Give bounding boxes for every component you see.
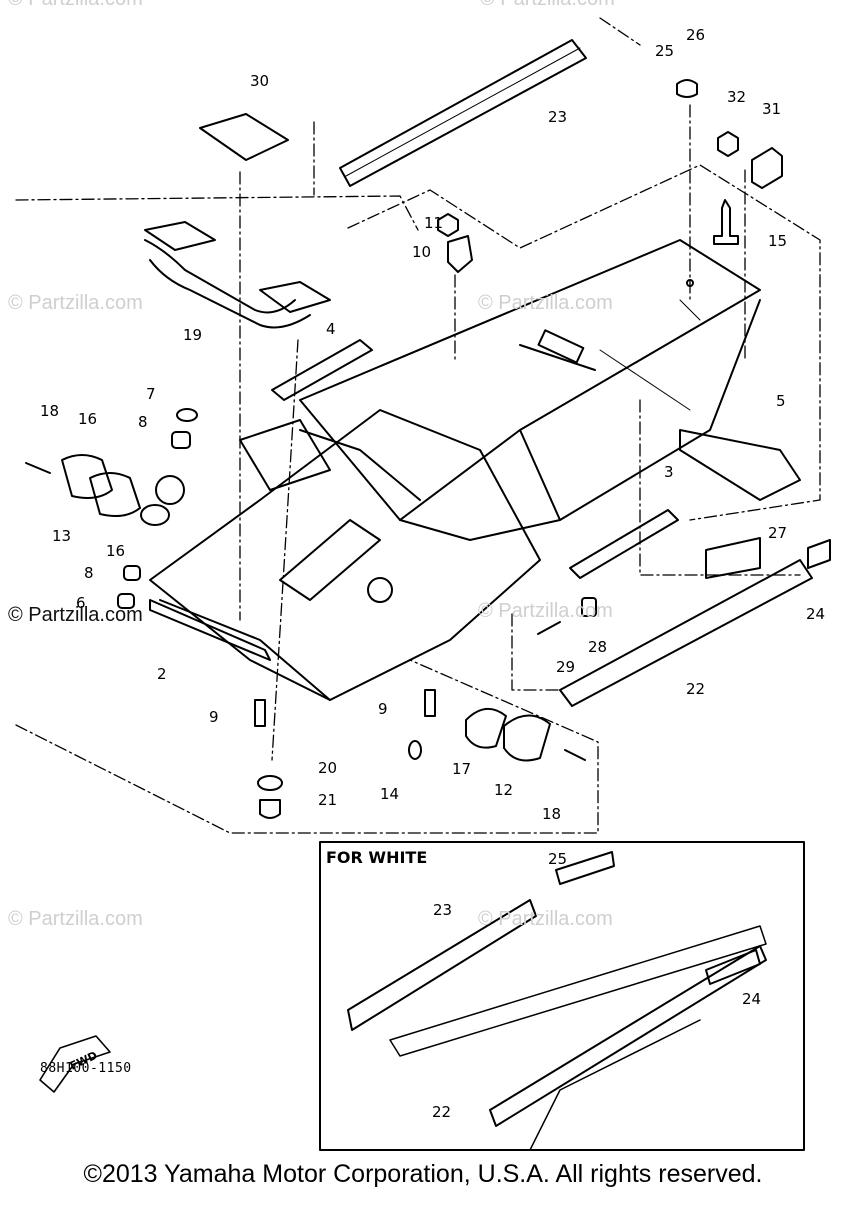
inset-callout-24: 24: [742, 990, 761, 1008]
fwd-arrow: [39, 1035, 111, 1093]
part-5-bracket: [679, 429, 801, 501]
part-9-bolt: [254, 699, 266, 727]
inset-callout-25: 25: [548, 850, 567, 868]
callout-23: 23: [548, 108, 567, 126]
part-18-pin-b: [564, 749, 586, 761]
drawing-code: 88H100-1150: [40, 1061, 132, 1076]
inset-part-24: [705, 949, 761, 985]
inset-part-25: [555, 851, 615, 885]
watermark: © Partzilla.com: [478, 908, 613, 930]
callout-19: 19: [183, 326, 202, 344]
dash-dot-leaders: [15, 17, 821, 834]
part-17-plate: [465, 708, 507, 749]
callout-6: 6: [76, 594, 86, 612]
part-11-nut: [437, 213, 459, 237]
watermark: © Partzilla.com: [478, 292, 613, 314]
part-8-bushing-b: [123, 565, 141, 581]
part-20-washer: [257, 775, 283, 791]
watermark: © Partzilla.com: [478, 600, 613, 622]
callout-18a: 18: [40, 402, 59, 420]
inset-part-22: [489, 945, 767, 1127]
part-14-washer: [408, 740, 422, 760]
watermark: © Partzilla.com: [480, 0, 615, 11]
callout-29: 29: [556, 658, 575, 676]
part-9-bolt-b: [424, 689, 436, 717]
callout-22: 22: [686, 680, 705, 698]
watermark: © Partzilla.com: [8, 0, 143, 11]
callout-31: 31: [762, 100, 781, 118]
callout-4: 4: [326, 320, 336, 338]
callout-11: 11: [424, 214, 443, 232]
part-7-washer: [176, 408, 198, 422]
callout-24: 24: [806, 605, 825, 623]
inset-callout-23: 23: [433, 901, 452, 919]
part-18-pin: [25, 462, 51, 474]
callout-16a: 16: [78, 410, 97, 428]
part-6-bushing: [117, 593, 135, 609]
part-22-strip: [559, 559, 813, 707]
callout-9b: 9: [378, 700, 388, 718]
callout-28: 28: [588, 638, 607, 656]
part-30-decal: [199, 113, 289, 161]
part-27-decal: [705, 537, 761, 579]
inset-callout-22: 22: [432, 1103, 451, 1121]
callout-30: 30: [250, 72, 269, 90]
callout-12: 12: [494, 781, 513, 799]
part-16-plate-b: [89, 472, 141, 517]
part-32-nut: [717, 131, 739, 157]
inset-tunnel: [389, 925, 767, 1057]
callout-8b: 8: [84, 564, 94, 582]
watermark: © Partzilla.com: [8, 908, 143, 930]
callout-5: 5: [776, 392, 786, 410]
front-frame: [140, 409, 541, 701]
part-15-bolt: [713, 199, 739, 245]
callout-14: 14: [380, 785, 399, 803]
inset-part-23: [347, 899, 537, 1031]
inset-title: FOR WHITE: [326, 848, 428, 867]
part-10-bracket: [447, 235, 473, 273]
tunnel-body: [299, 239, 761, 541]
part-29-rivet: [537, 621, 561, 635]
callout-26: 26: [686, 26, 705, 44]
part-19-handle: [144, 221, 331, 329]
part-24-decal: [807, 539, 831, 569]
part-28-clip: [581, 597, 597, 617]
for-white-inset: [319, 841, 805, 1151]
part-21-cap: [259, 799, 281, 819]
callout-3: 3: [664, 463, 674, 481]
callout-15: 15: [768, 232, 787, 250]
callout-17: 17: [452, 760, 471, 778]
part-23-strip: [339, 39, 587, 187]
callout-7: 7: [146, 385, 156, 403]
part-16-plate: [61, 454, 113, 499]
copyright-notice: ©2013 Yamaha Motor Corporation, U.S.A. A…: [83, 1160, 763, 1188]
callout-18b: 18: [542, 805, 561, 823]
callout-9a: 9: [209, 708, 219, 726]
callout-27: 27: [768, 524, 787, 542]
part-31-bracket: [751, 147, 783, 189]
callout-16b: 16: [106, 542, 125, 560]
part-12-plate: [503, 714, 551, 762]
part-3-rail: [569, 509, 679, 579]
part-4-rail: [271, 339, 373, 401]
part-26-grommet: [676, 79, 698, 98]
watermark: © Partzilla.com: [8, 292, 143, 314]
callout-13: 13: [52, 527, 71, 545]
callout-10: 10: [412, 243, 431, 261]
callout-25: 25: [655, 42, 674, 60]
callout-2: 2: [157, 665, 167, 683]
part-8-bushing: [171, 431, 191, 449]
callout-20: 20: [318, 759, 337, 777]
callout-8a: 8: [138, 413, 148, 431]
callout-32: 32: [727, 88, 746, 106]
callout-21: 21: [318, 791, 337, 809]
watermark-dark: © Partzilla.com: [8, 604, 143, 626]
